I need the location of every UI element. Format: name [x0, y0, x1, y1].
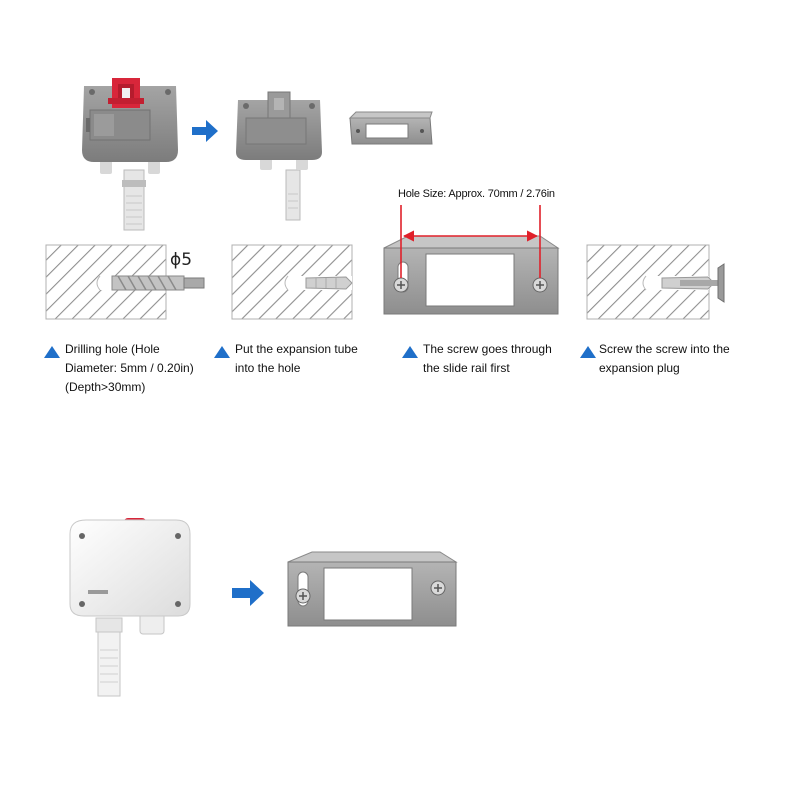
step-3-line-1: The screw goes through — [423, 342, 552, 356]
step-1-line-2: Diameter: 5mm / 0.20in) — [65, 361, 194, 375]
step-1-text: Drilling hole (Hole Diameter: 5mm / 0.20… — [65, 340, 215, 397]
step-2-line-2: into the hole — [235, 361, 301, 375]
blue-triangle-icon — [44, 346, 60, 358]
slide-rail-with-screws-image — [383, 235, 560, 315]
step-4-line-1: Screw the screw into the — [599, 342, 730, 356]
wall-drilling-image — [45, 244, 205, 320]
blue-triangle-icon — [214, 346, 230, 358]
step-2-text: Put the expansion tube into the hole — [235, 340, 385, 378]
blue-triangle-icon — [402, 346, 418, 358]
wall-screw-image — [586, 244, 725, 320]
step-2-line-1: Put the expansion tube — [235, 342, 358, 356]
hole-size-label: Hole Size: Approx. 70mm / 2.76in — [398, 188, 555, 200]
slide-rail-small-image — [348, 111, 433, 145]
white-sensor-image — [69, 518, 191, 697]
right-arrow-icon — [192, 120, 218, 142]
hole-size-dimension — [400, 205, 541, 278]
slide-rail-large-image — [287, 551, 458, 627]
step-3-line-2: the slide rail first — [423, 361, 510, 375]
step-1-line-3: (Depth>30mm) — [65, 380, 146, 394]
sensor-with-clip-image — [82, 78, 178, 231]
diameter-label: ϕ5 — [170, 250, 193, 270]
wall-expansion-tube-image — [231, 244, 353, 320]
blue-triangle-icon — [580, 346, 596, 358]
step-1-line-1: Drilling hole (Hole — [65, 342, 160, 356]
right-arrow-icon — [232, 580, 264, 606]
step-3-text: The screw goes through the slide rail fi… — [423, 340, 573, 378]
sensor-without-clip-image — [236, 91, 322, 221]
step-4-line-2: expansion plug — [599, 361, 680, 375]
step-4-text: Screw the screw into the expansion plug — [599, 340, 749, 378]
